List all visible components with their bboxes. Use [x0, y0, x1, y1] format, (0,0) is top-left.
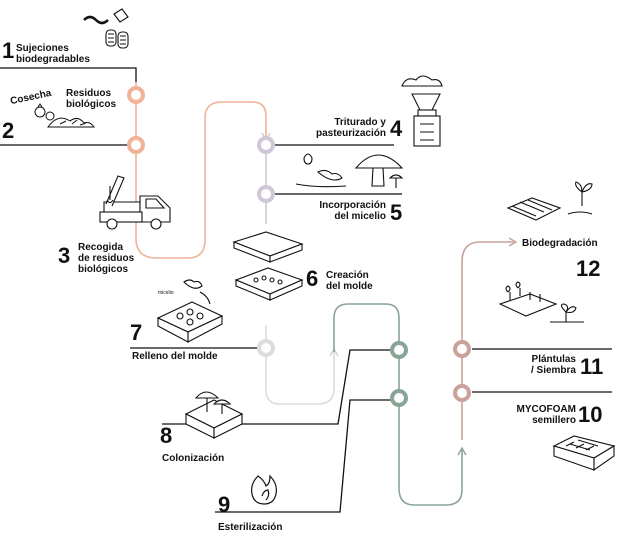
node-11 — [453, 340, 471, 358]
line-step-8 — [162, 349, 393, 425]
step-1-number: 1 — [2, 38, 15, 63]
shredder-machine-icon — [401, 75, 443, 147]
step-7-label: Relleno del molde — [132, 351, 218, 362]
separator-lines — [0, 67, 612, 513]
step-5-number: 5 — [390, 200, 403, 225]
step-8-number: 8 — [160, 423, 173, 448]
step-3-label: Recogida de residuos biológicos — [78, 242, 135, 275]
step-3-number: 3 — [58, 243, 71, 268]
step-12-number: 12 — [576, 256, 601, 281]
step-2-number: 2 — [2, 118, 15, 143]
step-4-label: Triturado y pasteurización — [315, 117, 386, 139]
line-step-1 — [0, 67, 137, 82]
step-9-label: Esterilización — [218, 522, 283, 533]
flame-icon — [251, 474, 277, 505]
line-step-9 — [215, 399, 393, 513]
node-2 — [127, 136, 145, 154]
mushroom-mycelium-icon — [295, 153, 404, 188]
biodegradable-clips-icon — [83, 8, 129, 49]
step-10-label: MYCOFOAM semillero — [516, 404, 576, 426]
mold-box-icon — [232, 231, 304, 301]
step-5-label: Incorporación del micelio — [319, 200, 386, 222]
node-1 — [127, 86, 145, 104]
arrow-to-10 — [457, 446, 467, 456]
node-9 — [390, 389, 408, 407]
step-11-label: Plántulas / Siembra — [530, 354, 576, 376]
step-4-number: 4 — [390, 116, 403, 141]
step-2-label: Residuos biológicos — [66, 88, 116, 110]
flow-gray — [265, 325, 335, 405]
step-7-number: 7 — [130, 320, 143, 345]
pallet-sprout-icon — [506, 181, 593, 221]
step-9-number: 9 — [218, 492, 231, 517]
step-1-label: Sujeciones biodegradables — [16, 43, 90, 65]
harvest-tomato-icon — [34, 103, 55, 121]
flow-nodes — [127, 86, 471, 407]
seedling-tray-icon — [552, 435, 616, 472]
step-11-number: 11 — [580, 354, 604, 379]
mushroom-tray-icon — [184, 391, 244, 439]
step-10-number: 10 — [578, 402, 603, 427]
step-7-tag: micelio — [158, 290, 174, 296]
node-4 — [257, 136, 275, 154]
step-6-label: Creación del molde — [326, 270, 373, 292]
node-8 — [390, 341, 408, 359]
waste-pile-icon — [47, 117, 95, 128]
arrow-to-12 — [508, 237, 518, 247]
flow-rose — [461, 241, 514, 440]
step-6-number: 6 — [306, 266, 319, 291]
node-7 — [257, 339, 275, 357]
seedling-sprout-icon — [498, 281, 584, 323]
flow-orange — [135, 82, 267, 259]
crane-truck-icon — [99, 175, 171, 230]
step-12-label: Biodegradación — [522, 238, 598, 249]
node-10 — [453, 384, 471, 402]
node-5 — [257, 185, 275, 203]
filled-mold-icon — [156, 279, 224, 343]
step-8-label: Colonización — [162, 453, 225, 464]
